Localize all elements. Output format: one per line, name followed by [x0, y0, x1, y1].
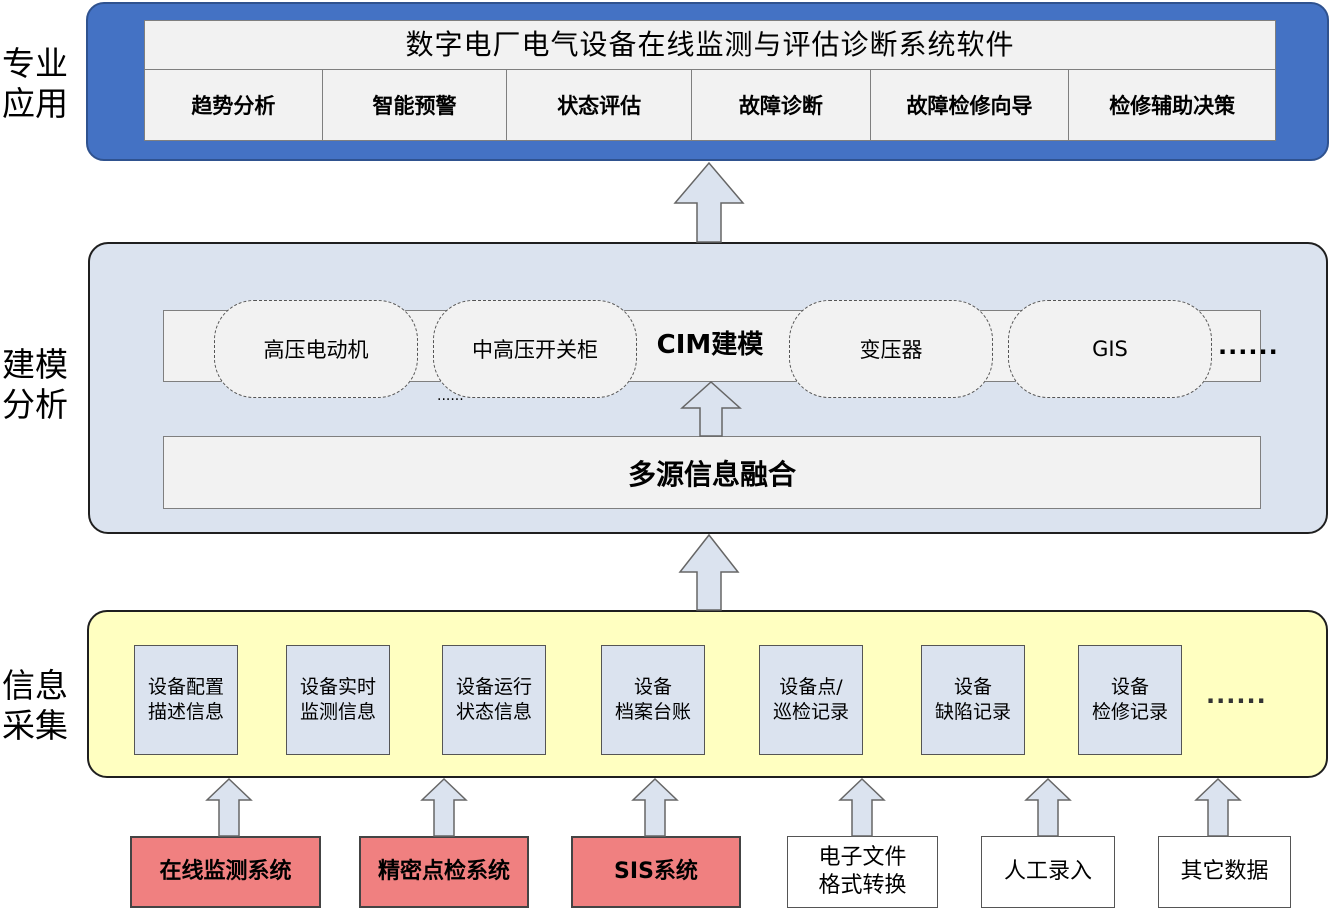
collect-config-info: 设备配置 描述信息: [134, 645, 238, 755]
arrow-up-icon: [1024, 777, 1072, 837]
device-gis: GIS: [1008, 300, 1212, 398]
source-manual-entry: 人工录入: [981, 836, 1115, 908]
source-other-data: 其它数据: [1158, 836, 1291, 908]
source-sis: SIS系统: [571, 836, 741, 908]
function-fault-diagnosis: 故障诊断: [692, 70, 871, 140]
collect-running-state: 设备运行 状态信息: [442, 645, 546, 755]
arrow-up-icon: [838, 777, 886, 837]
more-devices-ellipsis: ......: [1218, 332, 1279, 360]
function-trend-analysis: 趋势分析: [145, 70, 323, 140]
source-precision-inspection: 精密点检系统: [359, 836, 529, 908]
arrow-up-icon: [631, 777, 679, 837]
collect-defect-record: 设备 缺陷记录: [921, 645, 1025, 755]
collect-asset-ledger: 设备 档案台账: [601, 645, 705, 755]
side-label-collection: 信息 采集: [2, 666, 68, 745]
more-devices-small-ellipsis: ......: [437, 388, 464, 404]
multi-source-fusion: 多源信息融合: [163, 436, 1261, 509]
arrow-up-icon: [420, 777, 468, 837]
device-switchgear: 中高压开关柜: [433, 300, 637, 398]
function-smart-warning: 智能预警: [323, 70, 508, 140]
side-label-modeling: 建模 分析: [2, 345, 68, 424]
application-title: 数字电厂电气设备在线监测与评估诊断系统软件: [144, 20, 1276, 70]
arrow-up-icon: [673, 161, 745, 243]
arrow-up-icon: [205, 777, 253, 837]
function-state-evaluation: 状态评估: [507, 70, 693, 140]
collect-inspection-record: 设备点/ 巡检记录: [759, 645, 863, 755]
arrow-up-icon: [1194, 777, 1242, 837]
function-repair-guide: 故障检修向导: [871, 70, 1070, 140]
source-online-monitoring: 在线监测系统: [130, 836, 321, 908]
arrow-up-icon: [678, 533, 740, 611]
function-repair-decision: 检修辅助决策: [1109, 94, 1236, 118]
source-electronic-file: 电子文件 格式转换: [787, 836, 938, 908]
collect-realtime-monitoring: 设备实时 监测信息: [286, 645, 390, 755]
side-label-application: 专业 应用: [2, 44, 68, 123]
cim-title: CIM建模: [656, 330, 764, 360]
device-transformer: 变压器: [789, 300, 993, 398]
more-collect-ellipsis: ......: [1206, 681, 1267, 709]
collect-repair-record: 设备 检修记录: [1078, 645, 1182, 755]
application-functions: 趋势分析 智能预警 状态评估 故障诊断 故障检修向导 检修辅助决策: [144, 69, 1276, 141]
device-high-voltage-motor: 高压电动机: [214, 300, 418, 398]
